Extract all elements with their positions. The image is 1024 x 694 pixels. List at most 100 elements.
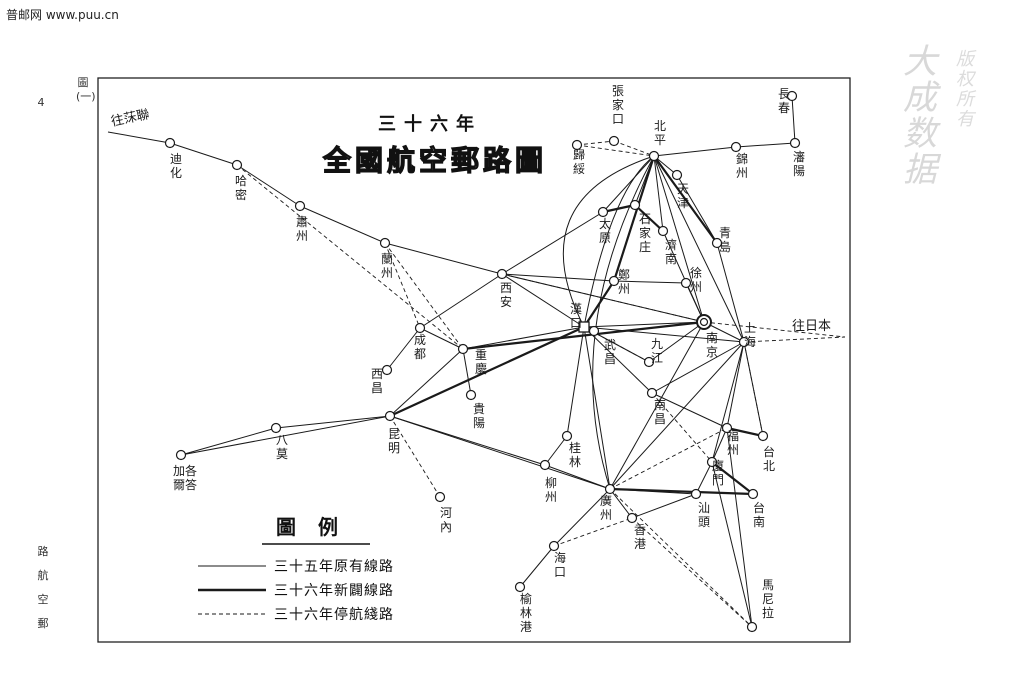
route-existing-baMo-calcutta [180,427,277,456]
city-node-tianJin [671,169,683,181]
city-node-haMi [231,159,243,171]
city-node-jiuJiang [643,356,655,368]
route-existing-chongQing-chengDu [419,327,464,350]
route-existing-xiaMen-shanTou [695,461,713,495]
city-node-wuChang [588,325,600,337]
city-label-haMi: 哈密 [235,174,247,202]
city-node-taiYuan [597,206,609,218]
route-existing-fuZhou-maNiLa [726,427,753,628]
legend-title: 圖例 [276,515,360,539]
site-header[interactable]: 普邮网 www.puu.cn [6,8,119,22]
city-node-taiBei [757,430,769,442]
route-existing-fuZhou-xiaMen [711,427,728,463]
route-existing-shangHai-xiaMen [711,341,745,463]
route-existing-tianJin-qingDao [676,174,718,244]
route-existing-guiLin-liuZhou [544,435,568,466]
city-node-shanTou [690,488,702,500]
route-existing-hanKou-nanJing [583,321,705,328]
city-node-liuZhou [539,459,551,471]
route-existing-xiAn-zhengZhou [501,273,615,282]
map-frame [97,77,851,643]
city-label-jiuJiang: 九江 [651,337,663,365]
city-node-guiLin [561,430,573,442]
route-suspended-lanZhou-chongQing [384,242,464,350]
route-existing-chongQing-kunMing [389,348,464,417]
route-existing-hanKou-guiLin [566,326,585,437]
route-existing-liuZhou-guangZhou [544,464,611,490]
route-suspended-guangZhou-maNiLa [609,488,753,628]
city-node-hanKou [578,321,590,333]
city-node-jiNan [657,225,669,237]
city-label-wuChang: 武昌 [604,338,616,366]
city-label-shangHai: 上海 [744,321,756,349]
city-labels-layer: 迪化哈密肅州蘭州西安成都西昌重慶貴陽昆明八莫加各爾答河內歸綏張家口北平錦州瀋陽長… [110,84,831,634]
route-existing-hanKou-nanChang [583,326,653,394]
route-existing-kunMing-calcutta [180,415,391,456]
city-node-changChun [786,90,798,102]
city-label-tianJin: 天津 [677,182,689,210]
city-label-nanJing: 南京 [706,330,718,359]
route-suspended-guangZhou-fuZhou [609,427,728,490]
route-existing-toSoviet-diHua [107,131,171,144]
city-label-calcutta: 加各爾答 [173,463,197,492]
route-suspended-kunMing-heNei [389,415,441,498]
city-label-taiNan: 台南 [753,500,765,529]
route-existing-shenYang-changChun [791,95,796,144]
legend: 圖例 三十五年原有線路 三十六年新闢線路 三十六年停航綫路 [198,515,394,623]
city-label-guiYang: 貴陽 [473,402,485,430]
city-label-shenYang: 瀋陽 [793,149,805,178]
city-node-beiPing [648,150,660,162]
route-suspended-lanZhou-chengDu [384,242,421,329]
city-node-lanZhou [379,237,391,249]
route-new-xiaMen-taiNan [711,461,754,495]
route-existing-nanJing-guangZhou [609,321,705,490]
city-node-jinZhou [730,141,742,153]
side-caption: 路航空郵 [37,545,49,630]
city-node-chengDu [414,322,426,334]
watermark-large: 大成数据 [903,42,937,190]
route-suspended-haiKou-xiangGang [553,517,633,547]
city-label-baMo: 八莫 [276,433,288,461]
route-new-chongQing-nanJing [462,320,705,351]
city-label-xiaMen: 廈門 [712,458,724,487]
external-label-toSoviet: 往莯聯 [110,107,151,130]
city-label-yuLin: 榆林港 [520,591,532,634]
route-existing-xiAn-hanKou [501,273,585,328]
legend-label-existing: 三十五年原有線路 [274,559,394,575]
map-title-main: 全國航空郵路圖 [322,144,547,177]
route-existing-guangZhou-haiKou [553,488,611,547]
route-new-zhengZhou-hanKou [583,280,615,328]
route-existing-beiPing-nanJing [653,155,705,323]
city-node-nanJing [696,314,712,330]
city-node-shenYang [789,137,801,149]
external-label-toJapan: 往日本 [792,319,831,334]
city-node-zhengZhou [608,275,620,287]
route-existing-chongQing-guiYang [462,348,472,396]
route-existing-guangZhou-xiangGang [609,488,633,519]
city-label-qingDao: 青島 [719,226,731,254]
route-new-shiJiaZhuang-jiNan [634,204,664,232]
capital-ring [699,317,709,327]
city-label-fuZhou: 福州 [727,428,739,457]
route-suspended-xiangGang-maNiLa [631,517,753,628]
arc-hankou-beiping-inner [583,155,655,328]
route-existing-shangHai-fuZhou [726,341,745,429]
cities-layer [164,90,801,633]
route-existing-haiKou-yuLin [519,545,555,588]
route-new-beiPing-qingDao [653,155,718,244]
city-node-zhangJiaKou [608,135,620,147]
route-new-taiBei-fuZhou [726,426,764,438]
city-label-shanTou: 汕頭 [698,501,710,529]
route-existing-jinZhou-shenYang [735,142,796,148]
city-label-suZhou: 肅州 [296,215,308,243]
routes-layer [107,95,846,628]
route-existing-xiAn-taiYuan [501,211,604,275]
route-suspended-zhangJiaKou-beiPing [613,140,655,157]
route-new-kunMing-hanKou [389,326,585,417]
city-node-chongQing [457,343,469,355]
city-node-taiNan [747,488,759,500]
watermark-small: 版权所有 [956,49,974,130]
city-label-hanKou: 漢口 [570,302,582,330]
